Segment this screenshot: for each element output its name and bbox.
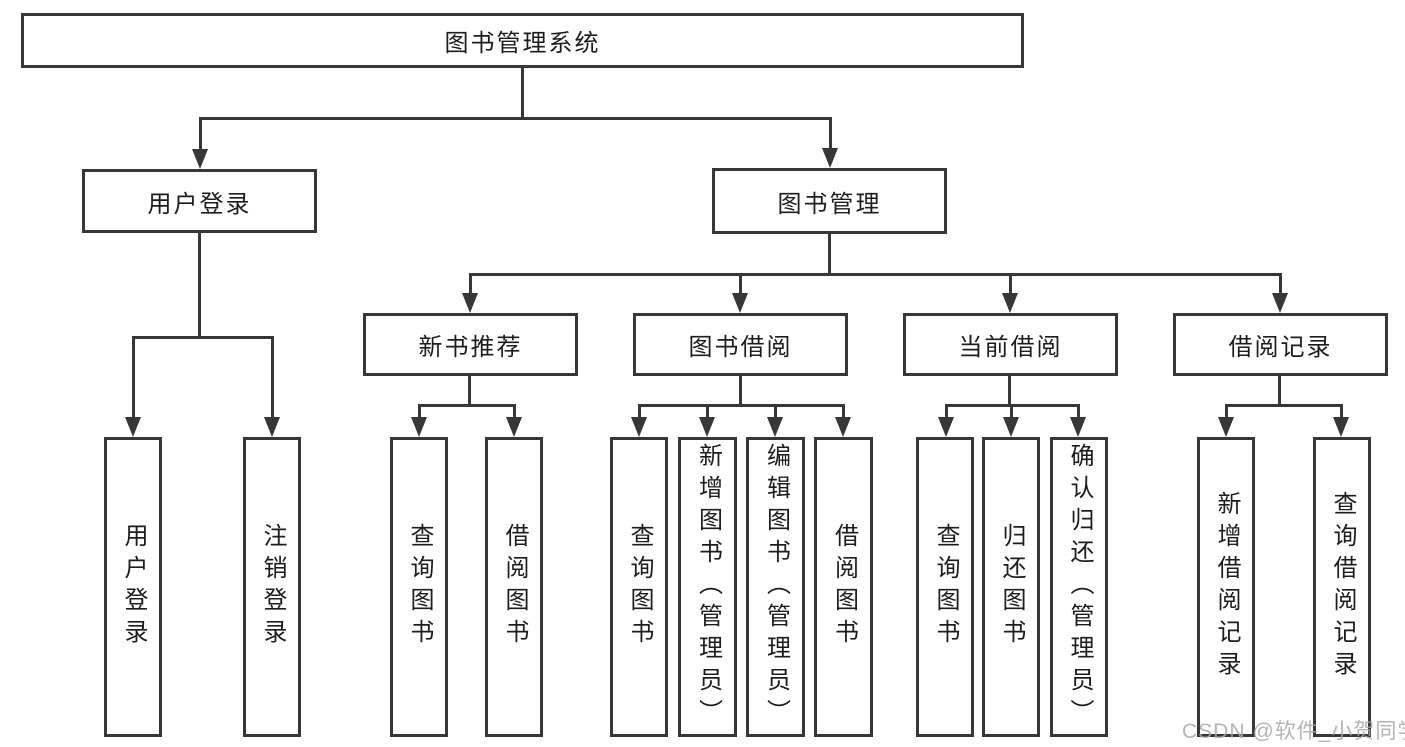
connector-arrow [822, 119, 838, 168]
leaf-confirm-return-admin: 确认归还（管理员） [1050, 437, 1108, 737]
leaf-borrow-books: 借阅图书 [814, 437, 873, 737]
leaf-query-books-recommend: 查询图书 [390, 437, 448, 737]
node-borrowing-records: 借阅记录 [1173, 313, 1388, 376]
connector-line [199, 117, 832, 120]
connector-line [1008, 376, 1011, 406]
node-user-login: 用户登录 [82, 169, 317, 233]
csdn-watermark: CSDN @软件_小贺同学 [1182, 720, 1405, 743]
leaf-borrow-books-recommend: 借阅图书 [485, 437, 543, 737]
connector-arrow [699, 406, 715, 437]
connector-line [739, 376, 742, 406]
connector-arrow [1002, 275, 1018, 313]
connector-line [638, 404, 845, 407]
leaf-add-borrow-record: 新增借阅记录 [1197, 437, 1255, 737]
leaf-user-login: 用户登录 [104, 437, 162, 737]
leaf-label: 注销登录 [259, 523, 286, 651]
connector-arrow [938, 406, 954, 437]
node-current-borrowing: 当前借阅 [903, 313, 1118, 376]
leaf-add-books-admin: 新增图书（管理员） [678, 437, 737, 737]
node-label: 借阅记录 [1228, 334, 1333, 361]
node-label: 图书管理 [777, 190, 882, 218]
leaf-logout: 注销登录 [243, 437, 301, 737]
connector-line [418, 404, 516, 407]
connector-arrow [192, 119, 208, 169]
leaf-label: 确认归还（管理员） [1066, 443, 1093, 731]
node-label: 当前借阅 [958, 334, 1063, 361]
leaf-label: 查询图书 [626, 523, 653, 651]
connector-line [1278, 376, 1281, 406]
node-label: 图书管理系统 [444, 30, 601, 57]
node-label: 图书借阅 [688, 334, 793, 361]
connector-arrow [835, 406, 851, 437]
connector-arrow [767, 406, 783, 437]
connector-arrow [1003, 406, 1019, 437]
connector-line [945, 404, 1080, 407]
leaf-label: 借阅图书 [501, 523, 528, 651]
connector-arrow [1070, 406, 1086, 437]
connector-arrow [631, 406, 647, 437]
connector-arrow [1218, 406, 1234, 437]
leaf-label: 归还图书 [998, 523, 1025, 651]
connector-line [828, 234, 831, 275]
leaf-label: 借阅图书 [830, 523, 858, 651]
connector-line [198, 233, 201, 338]
node-book-borrowing: 图书借阅 [633, 313, 848, 376]
node-library-management-system: 图书管理系统 [21, 13, 1024, 68]
connector-line [1225, 404, 1343, 407]
leaf-edit-books-admin: 编辑图书（管理员） [746, 437, 805, 737]
leaf-label: 查询借阅记录 [1329, 491, 1356, 683]
connector-arrow [732, 275, 748, 313]
connector-arrow [125, 338, 141, 437]
leaf-query-books-current: 查询图书 [916, 437, 974, 737]
node-new-book-recommendation: 新书推荐 [363, 313, 578, 376]
connector-line [521, 68, 524, 119]
leaf-return-books: 归还图书 [982, 437, 1040, 737]
connector-arrow [1333, 406, 1349, 437]
leaf-query-borrow-record: 查询借阅记录 [1313, 437, 1371, 737]
leaf-label: 新增图书（管理员） [694, 443, 722, 731]
connector-arrow [264, 338, 280, 437]
leaf-label: 用户登录 [120, 523, 147, 651]
node-book-management: 图书管理 [712, 168, 947, 234]
leaf-label: 新增借阅记录 [1213, 491, 1240, 683]
leaf-label: 查询图书 [406, 523, 433, 651]
connector-arrow [506, 406, 522, 437]
leaf-query-books-borrow: 查询图书 [610, 437, 668, 737]
connector-arrow [462, 275, 478, 313]
connector-line [132, 336, 274, 339]
node-label: 用户登录 [147, 190, 252, 218]
leaf-label: 编辑图书（管理员） [762, 443, 790, 731]
connector-arrow [411, 406, 427, 437]
leaf-label: 查询图书 [932, 523, 959, 651]
connector-line [469, 273, 1282, 276]
connector-arrow [1272, 275, 1288, 313]
connector-line [468, 376, 471, 406]
node-label: 新书推荐 [418, 334, 523, 361]
